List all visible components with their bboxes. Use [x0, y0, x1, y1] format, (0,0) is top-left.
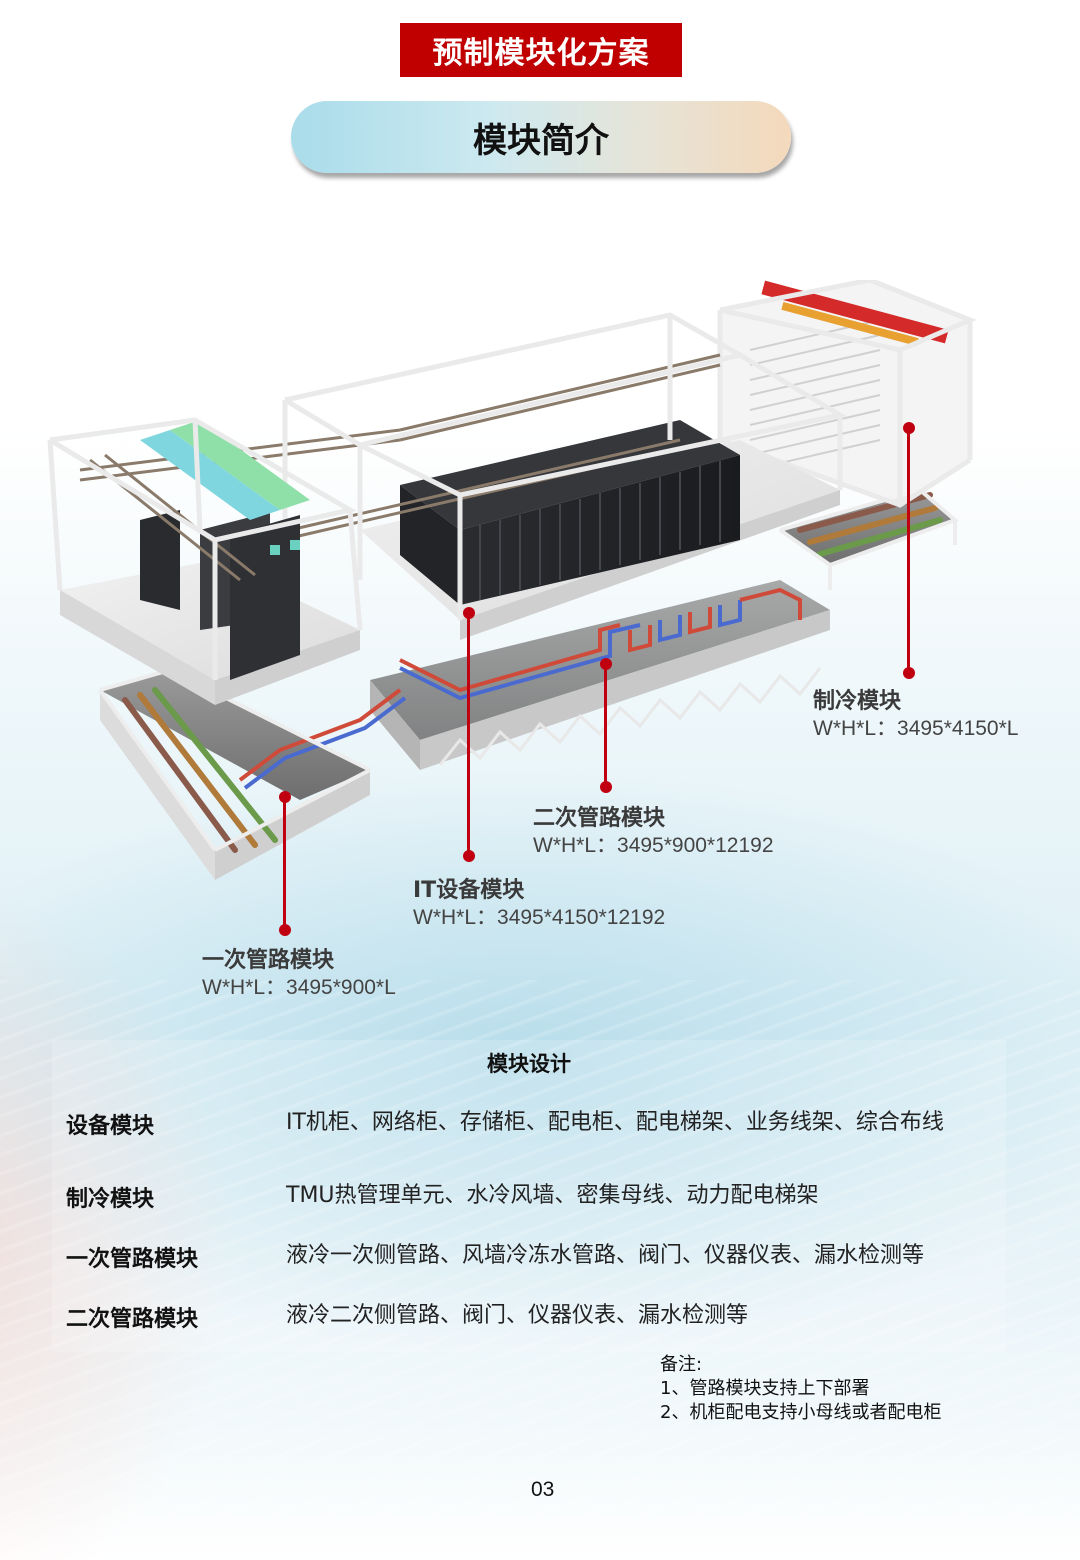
callout-name: IT设备模块 [413, 878, 525, 903]
section-title: 模块简介 [291, 101, 791, 173]
callout-dot-primary-top [279, 791, 291, 803]
notes: 备注: 1、管路模块支持上下部署 2、机柜配电支持小母线或者配电柜 [660, 1353, 941, 1425]
callout-dims: W*H*L：3495*4150*12192 [413, 905, 666, 929]
module-design-table: 模块设计 设备模块 IT机柜、网络柜、存储柜、配电柜、配电梯架、业务线架、综合布… [52, 1040, 1006, 1352]
callout-dot-cooling-top [903, 422, 915, 434]
callout-name: 制冷模块 [813, 689, 902, 714]
callout-secondary-piping-module: 二次管路模块 W*H*L：3495*900*12192 [533, 805, 774, 859]
note-item: 1、管路模块支持上下部署 [660, 1378, 870, 1399]
design-table-title: 模块设计 [487, 1052, 571, 1076]
callout-line-cooling [907, 428, 910, 673]
datacenter-diagram [47, 277, 977, 880]
callout-primary-piping-module: 一次管路模块 W*H*L：3495*900*L [202, 947, 396, 1001]
note-item: 2、机柜配电支持小母线或者配电柜 [660, 1402, 942, 1423]
row-label: 一次管路模块 [66, 1247, 199, 1272]
row-value: TMU热管理单元、水冷风墙、密集母线、动力配电梯架 [286, 1183, 819, 1208]
row-label: 设备模块 [66, 1114, 155, 1139]
callout-dot-it-bottom [463, 850, 475, 862]
callout-name: 一次管路模块 [202, 948, 335, 973]
callout-dot-secondary-top [600, 658, 612, 670]
cooling-piping-base [778, 487, 959, 590]
primary-piping-module [98, 667, 407, 880]
equipment-module [47, 417, 363, 705]
row-value: IT机柜、网络柜、存储柜、配电柜、配电梯架、业务线架、综合布线 [286, 1110, 944, 1135]
callout-line-primary-piping [283, 797, 286, 931]
page-number: 03 [531, 1478, 555, 1501]
row-value: 液冷一次侧管路、风墙冷冻水管路、阀门、仪器仪表、漏水检测等 [286, 1243, 925, 1268]
section-title-text: 模块简介 [473, 120, 609, 161]
row-value: 液冷二次侧管路、阀门、仪器仪表、漏水检测等 [286, 1303, 749, 1328]
callout-line-it [467, 613, 470, 857]
row-label: 制冷模块 [66, 1187, 155, 1212]
callout-dims: W*H*L：3495*900*L [202, 975, 396, 999]
secondary-piping-module [370, 580, 830, 770]
callout-dot-cooling-bottom [903, 667, 915, 679]
callout-name: 二次管路模块 [533, 806, 666, 831]
callout-dims: W*H*L：3495*4150*L [813, 716, 1019, 740]
callout-dims: W*H*L：3495*900*12192 [533, 833, 774, 857]
callout-dot-it-top [463, 607, 475, 619]
row-label: 二次管路模块 [66, 1307, 199, 1332]
module-illustration [40, 277, 1040, 880]
banner-title: 预制模块化方案 [400, 23, 682, 77]
callout-dot-secondary-bottom [600, 781, 612, 793]
callout-cooling-module: 制冷模块 W*H*L：3495*4150*L [813, 688, 1018, 742]
callout-it-module: IT设备模块 W*H*L：3495*4150*12192 [413, 877, 665, 931]
callout-dot-primary-bottom [279, 924, 291, 936]
notes-title: 备注: [660, 1354, 703, 1375]
callout-line-secondary-piping [604, 664, 607, 788]
